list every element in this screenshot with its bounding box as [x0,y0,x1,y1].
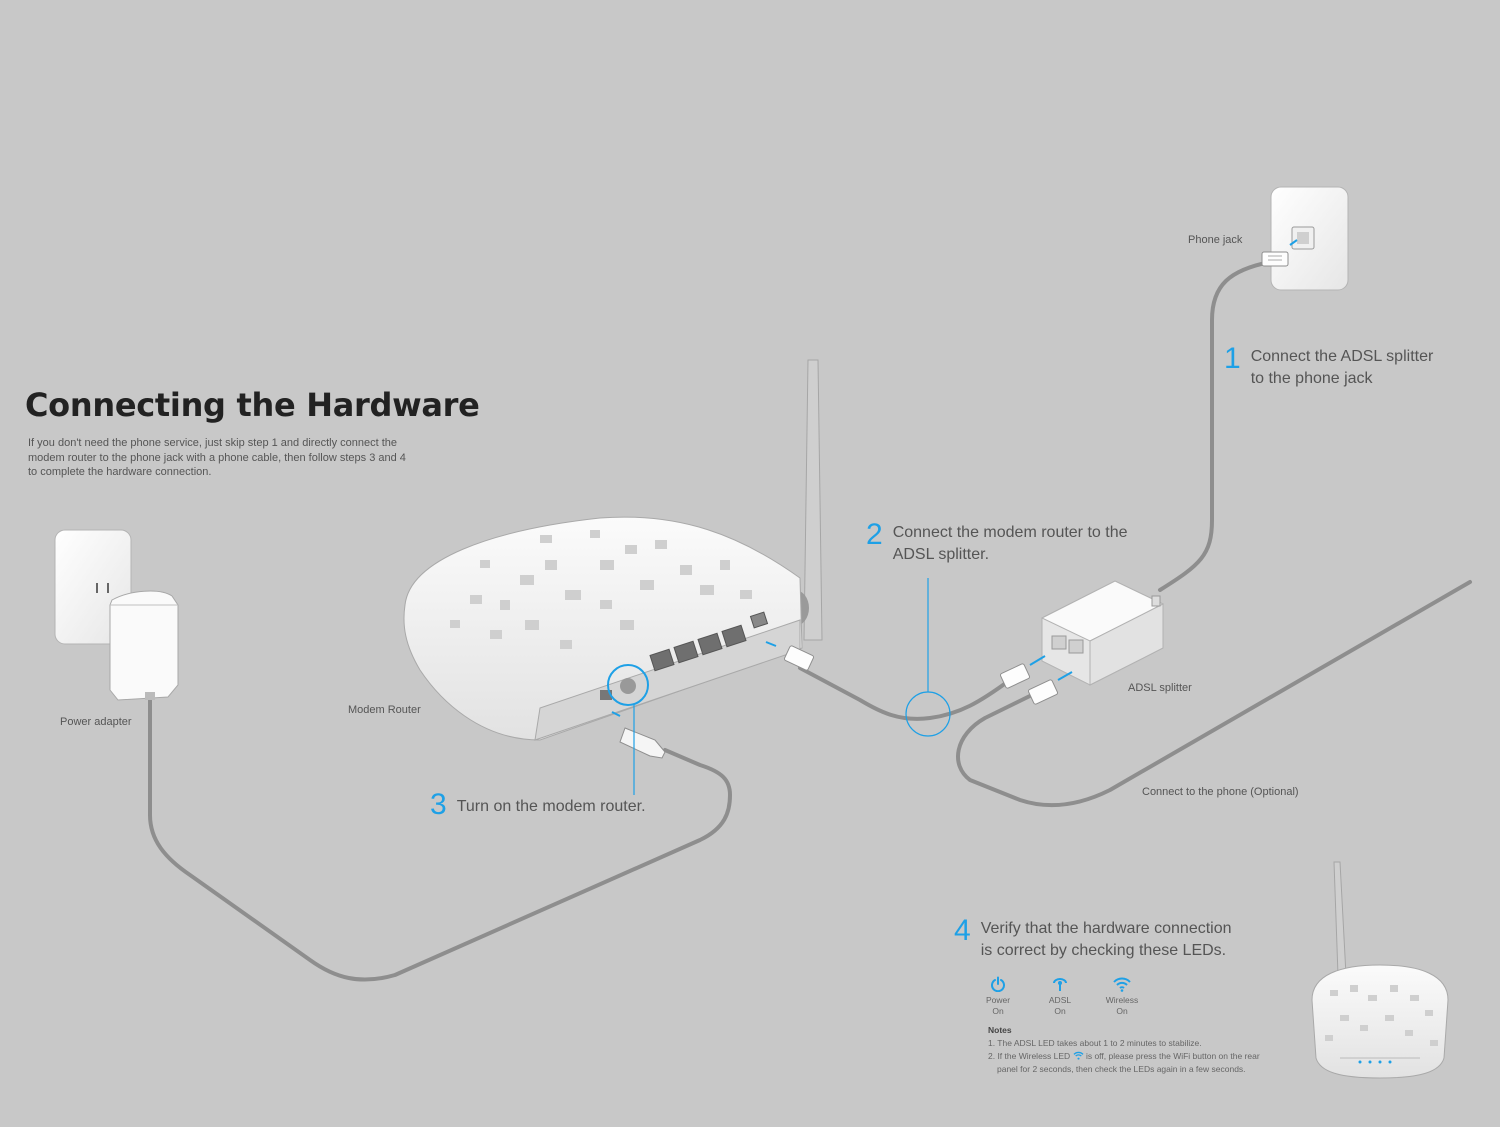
step-4-line-1: Verify that the hardware connection [980,920,1232,937]
power-icon [991,976,1005,992]
step-1-line-1: Connect the ADSL splitter [1250,348,1434,365]
modem-router-device [403,359,823,759]
led-wireless-state: On [1116,1006,1128,1016]
note-1: 1. The ADSL LED takes about 1 to 2 minut… [988,1038,1202,1048]
step-1-line-2: to the phone jack [1250,370,1373,387]
power-adapter-label: Power adapter [60,716,132,728]
led-adsl-name: ADSL [1048,995,1072,1005]
modem-router-label: Modem Router [348,704,421,716]
phone-jack-label: Phone jack [1188,234,1243,246]
led-wireless: Wireless On [1092,976,1152,1017]
phone-jack-wallplate [1261,186,1349,291]
intro-paragraph: If you don't need the phone service, jus… [28,437,406,478]
step-2: 2 Connect the modem router to the ADSL s… [866,520,1127,566]
phone-jack-cable [1158,260,1272,592]
page-title: Connecting the Hardware [25,386,480,424]
phone-cable [956,580,1472,808]
step-2-line-1: Connect the modem router to the [892,524,1128,541]
step-4: 4 Verify that the hardware connection is… [954,916,1232,962]
step-1: 1 Connect the ADSL splitter to the phone… [1224,344,1433,390]
led-adsl: ADSL On [1030,976,1090,1017]
callout-lines [633,578,951,795]
led-power-name: Power [985,995,1011,1005]
note-2-start: 2. If the Wireless LED [988,1051,1071,1061]
note-2-middle: is off, please press the WiFi button on … [1085,1051,1260,1061]
step-1-number: 1 [1224,342,1241,375]
connect-phone-label: Connect to the phone (Optional) [1142,786,1299,798]
notes-block: Notes 1. The ADSL LED takes about 1 to 2… [988,1024,1288,1076]
step-4-line-2: is correct by checking these LEDs. [980,942,1227,959]
step-4-number: 4 [954,914,971,947]
step-3-line-1: Turn on the modem router. [456,798,646,815]
led-power-state: On [992,1006,1004,1016]
modem-router-front-thumbnail [1311,861,1449,1079]
step-3-number: 3 [430,788,447,821]
adsl-icon [1053,978,1067,991]
adsl-splitter-label: ADSL splitter [1128,682,1192,694]
led-adsl-state: On [1054,1006,1066,1016]
step-2-line-2: ADSL splitter. [892,546,990,563]
power-adapter-device [54,529,179,701]
notes-heading: Notes [988,1025,1012,1035]
led-wireless-name: Wireless [1105,995,1139,1005]
step-2-number: 2 [866,518,883,551]
step-3: 3 Turn on the modem router. [430,790,646,820]
led-power: Power On [968,976,1028,1017]
wifi-icon [1113,977,1131,992]
power-cable [148,696,732,982]
dsl-cable [798,666,1012,721]
adsl-splitter [999,580,1165,705]
cables [148,260,1472,982]
wifi-inline-icon [1073,1051,1084,1060]
note-2-end: panel for 2 seconds, then check the LEDs… [997,1064,1246,1074]
